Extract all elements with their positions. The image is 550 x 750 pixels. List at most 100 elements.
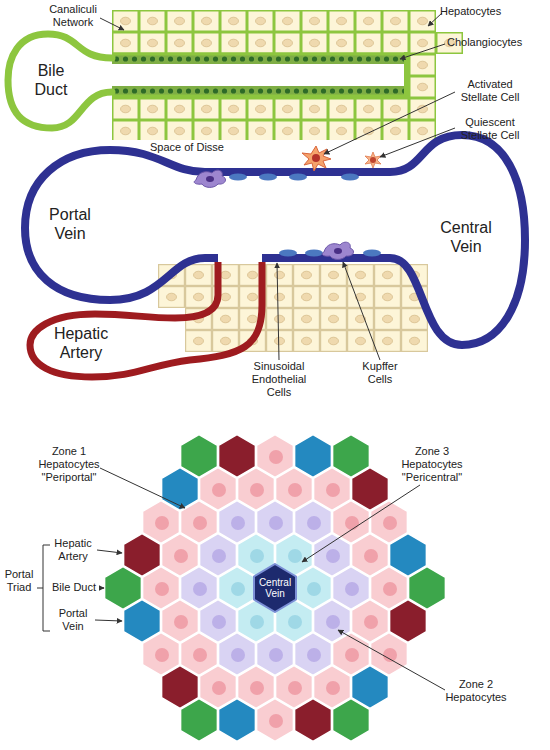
hepatocyte-nucleus (326, 483, 340, 497)
leader-arrow (380, 128, 455, 157)
triad-heading: Portal Triad (0, 568, 38, 594)
hepatocyte-nucleus (155, 582, 169, 596)
hepatocyte-nucleus (193, 648, 207, 662)
hepatocyte-nucleus (288, 483, 302, 497)
quiescent-stellate-cell (365, 152, 381, 168)
hepatocyte-nucleus (383, 582, 397, 596)
hepatocyte-nucleus (212, 615, 226, 629)
bile-duct-hex (333, 435, 370, 478)
hepatocyte-nucleus (250, 681, 264, 695)
hepatocyte-nucleus (212, 681, 226, 695)
hepatocyte-nucleus (250, 615, 264, 629)
structure-label: Space of Disse (150, 141, 260, 154)
structure-label: Kupffer Cells (355, 360, 405, 386)
hepatocyte-nucleus (288, 681, 302, 695)
zone-label: Zone 1 Hepatocytes "Periportal" (30, 445, 108, 485)
bile-duct-wall (112, 53, 404, 56)
hepatocyte-nucleus (155, 648, 169, 662)
hepatocyte-nucleus (307, 582, 321, 596)
leader-arrow (302, 485, 420, 562)
endothelial-cell (341, 174, 359, 181)
hepatic-artery-loop (30, 262, 262, 377)
kupffer-nucleus (334, 248, 342, 254)
triad-label: Bile Duct (52, 581, 112, 594)
zone1-hepatocyte (257, 699, 294, 742)
endothelial-cell (259, 174, 277, 181)
stellate-body (302, 146, 331, 171)
hepatocyte-nucleus (250, 549, 264, 563)
vessel-label: Bile Duct (25, 61, 77, 99)
node-shape (254, 564, 296, 612)
vessel-label: Portal Vein (40, 205, 100, 243)
hepatocyte-nucleus (326, 681, 340, 695)
hepatocyte-nucleus (326, 615, 340, 629)
hepatocyte-nucleus (193, 582, 207, 596)
bile-duct-end (404, 52, 410, 98)
leader-arrow (400, 44, 445, 59)
central-vein-hex: Central Vein (253, 563, 297, 613)
hepatocyte-plate (112, 10, 463, 140)
hepatocyte-nucleus (307, 648, 321, 662)
leader-arrow (100, 18, 124, 30)
leader-lines (37, 13, 455, 690)
structure-label: Quiescent Stellate Cell (452, 116, 528, 142)
hepatocyte-nucleus (326, 549, 340, 563)
cholangiocyte-layer (112, 54, 404, 64)
endothelial-cell (229, 174, 247, 181)
endothelial-cells (229, 174, 381, 257)
hepatocyte-nucleus (231, 582, 245, 596)
hepatocyte-nucleus (231, 648, 245, 662)
hepatic-artery-hex (124, 534, 161, 577)
kupffer-cell (322, 242, 353, 259)
hepatocyte-nucleus (269, 450, 283, 464)
leader-arrow (100, 468, 185, 508)
kupffer-nucleus (206, 176, 214, 182)
hepatocyte-rows (112, 10, 409, 54)
vessel-label: Central Vein (433, 218, 499, 256)
portal-triad-bracket (37, 545, 50, 631)
hepatocyte-nucleus (307, 516, 321, 530)
leader-arrow (324, 92, 455, 154)
stellate-nucleus (312, 154, 320, 162)
structure-label: Cholangiocytes (447, 36, 542, 49)
hepatocyte-nucleus (269, 648, 283, 662)
zone1-hepatocyte (257, 435, 294, 478)
leader-arrow (428, 13, 442, 26)
hepatocyte-nucleus (269, 714, 283, 728)
node-text: Central Vein (256, 577, 294, 600)
hepatocyte-nucleus (345, 582, 359, 596)
endothelial-cell (289, 174, 307, 181)
portal-vein-hex (295, 435, 332, 478)
bile-duct (8, 34, 410, 128)
leader-arrow (95, 620, 122, 621)
hepatocyte-nucleus (364, 615, 378, 629)
structure-label: Activated Stellate Cell (452, 78, 528, 104)
hepatic-artery-hex (295, 699, 332, 742)
hepatocyte-plate (158, 264, 428, 352)
hepatocyte-nucleus (383, 648, 397, 662)
vessel-label: Hepatic Artery (48, 324, 114, 362)
leader-arrow (338, 630, 445, 690)
hepatocyte-nucleus (174, 615, 188, 629)
hepatocyte-nucleus (250, 483, 264, 497)
leader-arrow (100, 588, 104, 589)
bile-duct-loop (8, 34, 112, 128)
endothelial-cell (279, 250, 297, 257)
hepatocyte-nucleus (231, 516, 245, 530)
triad-label: Hepatic Artery (50, 537, 96, 563)
triad-label: Portal Vein (52, 607, 94, 633)
hepatocyte-nucleus (288, 615, 302, 629)
kupffer-body (322, 242, 353, 259)
portal-vein-hex (219, 699, 256, 742)
hepatocyte-nucleus (212, 549, 226, 563)
structure-label: Canaliculi Network (42, 3, 104, 29)
activated-stellate-cell (302, 146, 331, 171)
hepatocyte-nucleus (269, 516, 283, 530)
zone-label: Zone 3 Hepatocytes "Pericentral" (392, 445, 472, 485)
hepatocyte-column (409, 10, 436, 140)
vein-loop (25, 135, 525, 345)
endothelial-cell (363, 250, 381, 257)
hepatocyte-rows (112, 96, 409, 140)
hepatocyte-nucleus (155, 516, 169, 530)
